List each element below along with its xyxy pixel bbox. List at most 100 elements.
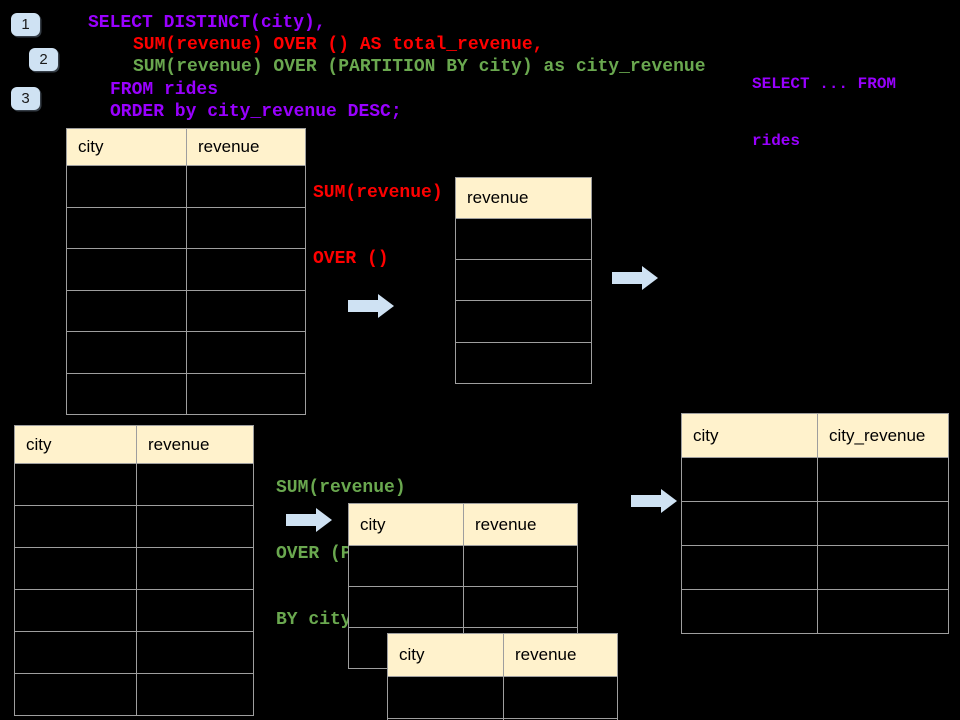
table-cell (817, 457, 949, 502)
column-header: revenue (136, 425, 254, 464)
annotation-total-revenue: SUM(revenue) OVER () (313, 138, 443, 314)
table-row (348, 586, 578, 628)
table-cell (66, 165, 187, 208)
column-header: revenue (503, 633, 618, 677)
table-cell (136, 505, 254, 548)
table-row (455, 259, 592, 302)
table-cell (817, 501, 949, 546)
step-badge-3: 3 (11, 87, 40, 110)
table-cell (136, 589, 254, 632)
table-cell (186, 372, 306, 415)
table-row (66, 206, 306, 249)
column-header: city_revenue (817, 413, 949, 458)
table-row (681, 545, 949, 590)
table-row (66, 331, 306, 374)
step-badge-1: 1 (11, 13, 40, 36)
table-cell (136, 631, 254, 674)
table-cell (14, 505, 137, 548)
annotation-line: SUM(revenue) (313, 183, 443, 203)
column-header: city (66, 128, 187, 166)
column-header: city (387, 633, 504, 677)
step-badge-2: 2 (29, 48, 58, 71)
table-cell (681, 545, 818, 590)
arrow-head (316, 508, 332, 532)
table-cell (817, 545, 949, 590)
table-cell (14, 631, 137, 674)
table-cell (503, 676, 618, 719)
table-cell (817, 589, 949, 634)
column-header: city (681, 413, 818, 458)
table-cell (66, 372, 187, 415)
arrow-head (661, 489, 677, 513)
table-cell (681, 457, 818, 502)
table-cell (463, 586, 578, 628)
table-row (455, 217, 592, 261)
table-cell (14, 589, 137, 632)
arrow-shaft (612, 272, 642, 284)
table-cell (455, 300, 592, 343)
table-row (66, 372, 306, 415)
column-header: revenue (463, 503, 578, 546)
table-cell (681, 589, 818, 634)
right-arrow-icon (631, 489, 677, 513)
arrow-shaft (631, 495, 661, 507)
table-cell (66, 331, 187, 374)
table-row (66, 248, 306, 291)
table-row (14, 547, 254, 590)
table-row (681, 501, 949, 546)
table-row (681, 457, 949, 502)
right-arrow-icon (286, 508, 332, 532)
table-row (14, 673, 254, 716)
column-header: revenue (455, 177, 592, 219)
table-row (455, 300, 592, 343)
side-note-line-1: SELECT ... FROM (752, 75, 897, 93)
table-cell (387, 676, 504, 719)
table-cell (186, 289, 306, 332)
table-row (14, 589, 254, 632)
table-cell (66, 206, 187, 249)
table-cell (186, 165, 306, 208)
table-cell (186, 331, 306, 374)
arrow-head (378, 294, 394, 318)
table-cell (136, 463, 254, 506)
table-row (681, 589, 949, 634)
sql-line-order-by: ORDER by city_revenue DESC; (110, 102, 402, 122)
table-row (387, 676, 618, 719)
annotation-line: OVER () (313, 249, 389, 269)
table-header-row: revenue (455, 177, 592, 219)
table-cell (14, 673, 137, 716)
side-note-line-2: rides (752, 132, 801, 150)
sql-line-sum-partition: SUM(revenue) OVER (PARTITION BY city) as… (133, 57, 706, 77)
table-cell (186, 206, 306, 249)
table-cell (503, 718, 618, 720)
table-cell (66, 248, 187, 291)
table-cell (14, 463, 137, 506)
annotation-line: SUM(revenue) (276, 478, 406, 498)
table-row (14, 463, 254, 506)
column-header: city (14, 425, 137, 464)
right-arrow-icon (348, 294, 394, 318)
table-cell (455, 217, 592, 261)
table-cell (455, 259, 592, 302)
table-cell (14, 547, 137, 590)
right-arrow-icon (612, 266, 658, 290)
table-row (14, 505, 254, 548)
column-header: revenue (186, 128, 306, 166)
table-revenue-only: revenue (455, 177, 592, 384)
table-cell (455, 341, 592, 384)
table-cell (463, 545, 578, 587)
table-row (66, 289, 306, 332)
sql-line-select: SELECT DISTINCT(city), (88, 13, 326, 33)
arrow-shaft (348, 300, 378, 312)
table-cell (66, 289, 187, 332)
arrow-head (642, 266, 658, 290)
